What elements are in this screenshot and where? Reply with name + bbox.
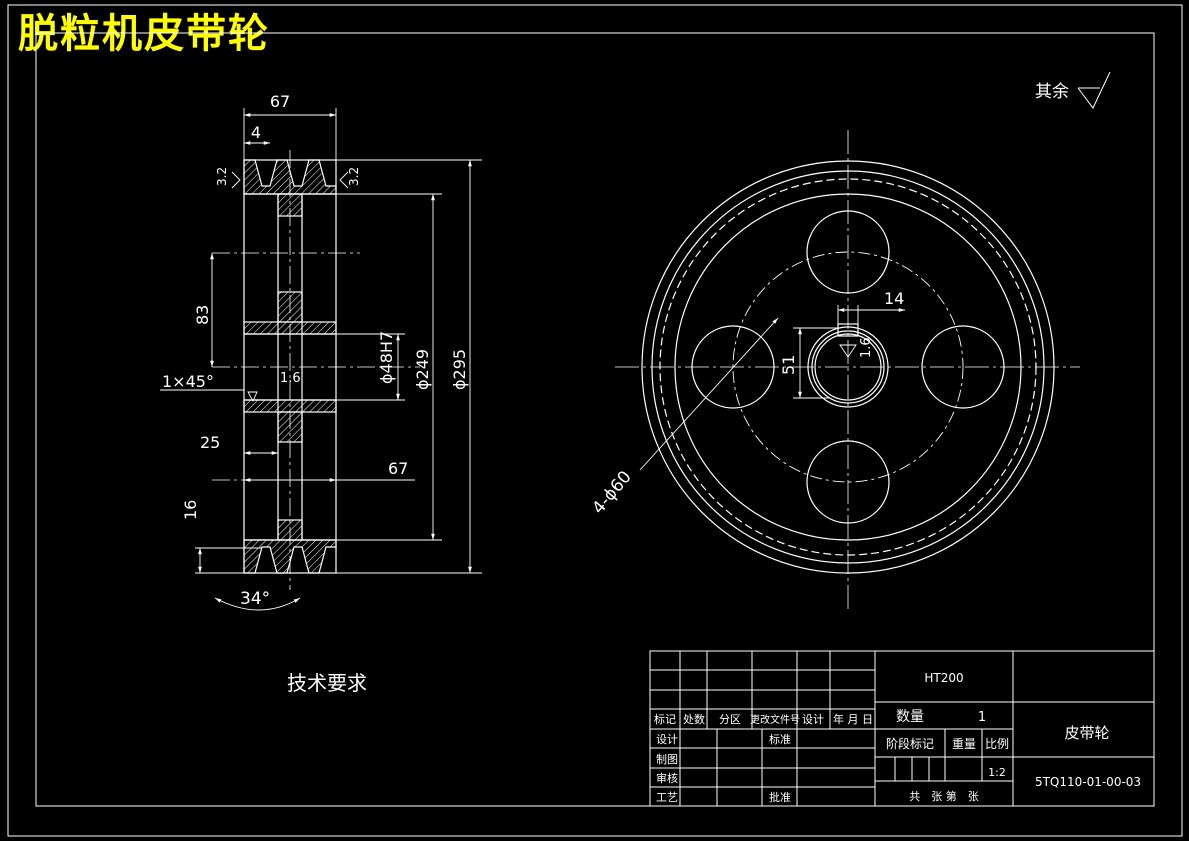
svg-text:设计: 设计 [802,713,824,726]
svg-text:比例: 比例 [985,737,1009,751]
svg-text:审核: 审核 [656,771,678,785]
svg-text:重量: 重量 [952,737,976,751]
svg-text:51: 51 [779,355,798,375]
svg-text:其余: 其余 [1035,82,1069,102]
svg-text:4-ϕ60: 4-ϕ60 [589,467,636,518]
svg-text:67: 67 [388,459,408,478]
section-view [212,150,420,590]
requirements-heading: 技术要求 [287,671,367,695]
title-block-text: HT200 数量 1 皮带轮 阶段标记 重量 比例 1:2 5TQ110-01-… [654,671,1141,804]
svg-text:16: 16 [181,500,200,520]
svg-text:67: 67 [270,92,290,111]
svg-text:3.2: 3.2 [215,167,229,186]
svg-text:34°: 34° [240,589,270,609]
front-dimension-labels: 14 51 4-ϕ60 1.6 [589,289,905,518]
svg-text:批准: 批准 [769,790,791,804]
svg-text:制图: 制图 [656,753,678,766]
svg-text:1.6: 1.6 [859,337,874,358]
section-dimensions [160,108,482,611]
svg-text:设计: 设计 [656,733,678,746]
svg-text:分区: 分区 [719,713,741,726]
surface-roughness-note: 其余 [1035,71,1111,109]
svg-text:阶段标记: 阶段标记 [886,736,934,751]
svg-text:ϕ249: ϕ249 [413,349,432,390]
outer-frame [7,4,1183,837]
svg-text:年 月 日: 年 月 日 [833,712,873,726]
svg-text:25: 25 [200,433,220,452]
svg-text:更改文件号: 更改文件号 [750,713,800,726]
front-dimensions [639,305,905,471]
svg-text:标准: 标准 [769,732,791,746]
svg-text:皮带轮: 皮带轮 [1064,724,1109,742]
section-dimension-labels: 67 4 3.2 3.2 83 1×45° 1.6 25 67 16 34° ϕ… [162,92,469,609]
svg-text:ϕ48H7: ϕ48H7 [377,331,396,384]
inner-frame [35,32,1155,807]
svg-text:1: 1 [978,710,986,725]
svg-text:ϕ295: ϕ295 [450,349,469,390]
svg-text:5TQ110-01-00-03: 5TQ110-01-00-03 [1035,775,1141,789]
title-block [649,650,1155,807]
svg-text:数量: 数量 [896,709,924,725]
front-view [615,130,1080,612]
svg-text:共 张 第 张: 共 张 第 张 [909,789,979,803]
svg-text:1×45°: 1×45° [162,372,214,391]
svg-text:83: 83 [193,305,212,325]
svg-text:标记: 标记 [654,712,676,726]
svg-text:工艺: 工艺 [656,791,678,804]
svg-text:4: 4 [251,123,261,142]
svg-text:14: 14 [884,289,904,308]
svg-text:处数: 处数 [683,713,705,726]
svg-text:1:2: 1:2 [988,766,1006,779]
svg-text:1.6: 1.6 [280,371,301,386]
svg-text:HT200: HT200 [924,671,963,685]
svg-text:3.2: 3.2 [347,167,361,186]
